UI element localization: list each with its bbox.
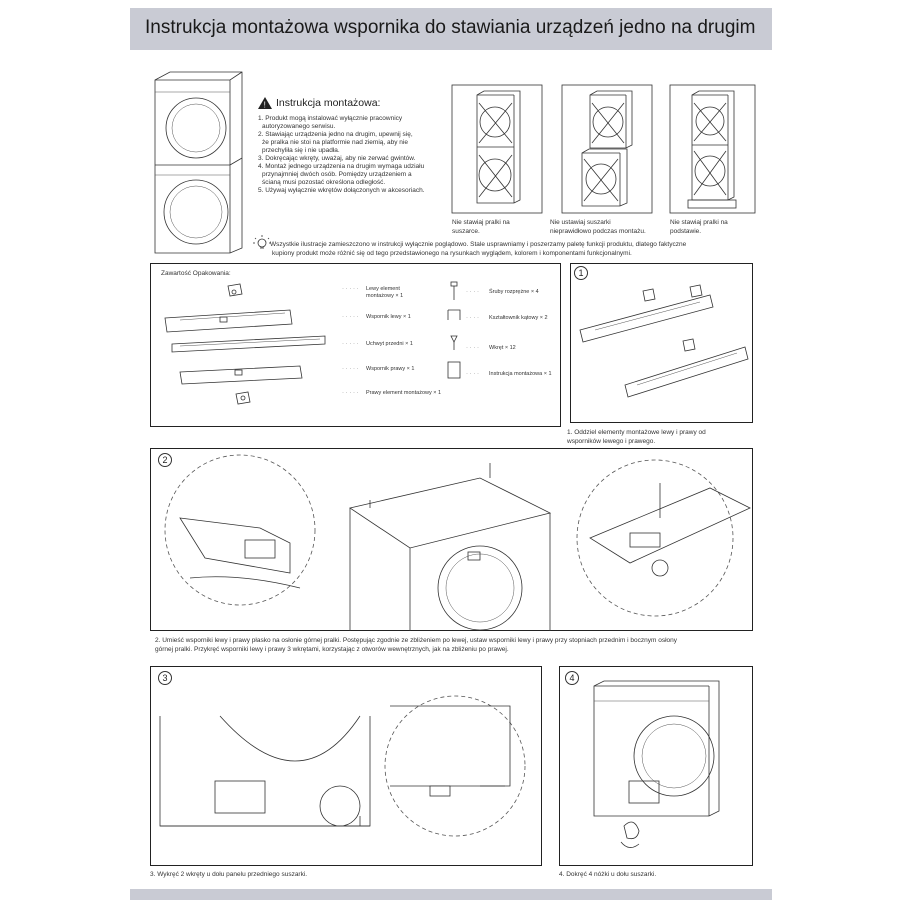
install-step-line: 2. Stawiając urządzenia jedno na drugim,…	[258, 131, 413, 138]
step-4-illustration	[593, 680, 720, 848]
warning-figure-2	[561, 84, 653, 214]
footer-bar	[130, 889, 772, 900]
package-item-left-assembly: · · · · ·	[342, 286, 359, 292]
package-item-5: Prawy element montażowy × 1	[366, 390, 442, 396]
note-text: Wszystkie ilustracje zamieszczono w inst…	[270, 241, 687, 257]
leader-dots: · · · · ·	[342, 366, 359, 372]
leader-dots: · · · · ·	[342, 314, 359, 320]
title-bar	[130, 8, 772, 50]
leader-dots: · · · ·	[466, 371, 479, 377]
package-hardware-1: Śruby rozprężne × 4	[489, 289, 539, 295]
install-step-line: 4. Montaż jednego urządzenia na drugim w…	[258, 163, 425, 170]
warning-figure-3	[669, 84, 756, 214]
step-1-panel	[570, 263, 753, 423]
leader-dots: · · · · ·	[342, 390, 359, 396]
step-4-caption: 4. Dokręć 4 nóżki u dołu suszarki.	[559, 871, 657, 878]
install-step-line: 5. Używaj wyłącznie wkrętów dołączonych …	[258, 187, 425, 194]
lightbulb-icon	[253, 235, 271, 249]
leader-dots: · · · · ·	[342, 341, 359, 347]
step-4-number: 4	[565, 671, 579, 685]
page-title: Instrukcja montażowa wspornika do stawia…	[145, 17, 756, 38]
warning-figure-1	[451, 84, 543, 214]
install-steps: 1. Produkt mogą instalować wyłącznie pra…	[258, 115, 453, 195]
step-2-illustration	[164, 454, 751, 631]
package-item-4: Wspornik prawy × 1	[366, 366, 415, 372]
package-hardware-3: Wkręt × 12	[489, 345, 516, 351]
stacked-appliances-illustration	[154, 71, 243, 254]
step-2-number: 2	[158, 453, 172, 467]
warning-icon: !	[258, 97, 272, 110]
package-hardware-4: Instrukcja montażowa × 1	[489, 371, 552, 377]
leader-dots: · · · ·	[466, 315, 479, 321]
install-step-line: przynajmniej dwóch osób. Pomiędzy urządz…	[262, 171, 412, 178]
package-header: Zawartość Opakowania:	[161, 270, 231, 277]
step-3-illustration	[159, 695, 526, 837]
install-header: Instrukcja montażowa:	[276, 97, 381, 109]
package-parts-illustration	[164, 283, 326, 405]
leader-dots: · · · ·	[466, 345, 479, 351]
install-step-line: 3. Dokręcając wkręty, uważaj, aby nie ze…	[258, 155, 416, 162]
step-3-number: 3	[158, 671, 172, 685]
install-step-line: 1. Produkt mogą instalować wyłącznie pra…	[258, 115, 403, 122]
install-step-line: przechyliła się i nie upadła.	[262, 147, 340, 154]
package-hardware-illustration	[447, 281, 461, 379]
step-1-caption: 1. Oddziel elementy montażowe lewy i pra…	[567, 429, 706, 445]
package-item-2: Wspornik lewy × 1	[366, 314, 411, 320]
leader-dots: · · · ·	[466, 289, 479, 295]
package-hardware-2: Kształtownik kątowy × 2	[489, 315, 548, 321]
package-item-3: Uchwyt przedni × 1	[366, 341, 413, 347]
install-step-line: że pralka nie stoi na platformie nad zie…	[262, 139, 408, 146]
step-3-caption: 3. Wykręć 2 wkręty u dołu panelu przedni…	[150, 871, 308, 878]
step-1-illustration	[579, 284, 749, 398]
step-2-caption: 2. Umieść wsporniki lewy i prawy płasko …	[155, 637, 678, 653]
step-1-number: 1	[574, 266, 588, 280]
install-step-line: ścianą musi pozostać określona odległość…	[262, 179, 386, 186]
svg-text:!: !	[264, 101, 266, 110]
install-step-line: autoryzowanego serwisu.	[262, 123, 336, 130]
